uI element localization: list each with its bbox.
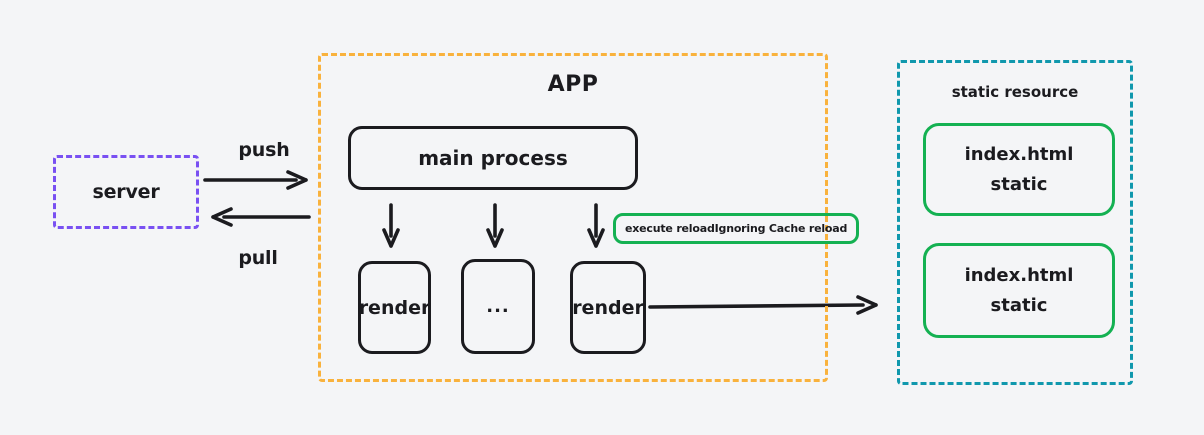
render-node-ellipsis: ... (461, 259, 535, 354)
render-node-1: render (358, 261, 431, 354)
render-node-2: render (570, 261, 646, 354)
static-file-2-name: index.html (964, 264, 1074, 286)
static-file-node-2: index.html static (923, 243, 1115, 338)
push-arrow-label: push (238, 139, 290, 161)
render-node-1-label: render (358, 296, 431, 319)
render-node-ellipsis-label: ... (486, 296, 510, 317)
main-process-node: main process (348, 126, 638, 190)
app-container: APP main process render ... render execu… (318, 53, 860, 382)
main-process-label: main process (418, 146, 568, 170)
pull-arrow-label: pull (238, 247, 278, 269)
push-arrow (203, 170, 308, 190)
static-resource-title: static resource (951, 83, 1079, 101)
server-label: server (92, 181, 160, 203)
pull-arrow (211, 207, 311, 227)
static-resource-container: static resource index.html static index.… (897, 60, 1133, 385)
reload-note-label: execute reloadIgnoring Cache reload (625, 222, 848, 235)
reload-note: execute reloadIgnoring Cache reload (613, 213, 860, 244)
static-file-2-type: static (990, 294, 1048, 316)
static-file-1-name: index.html (964, 143, 1074, 165)
static-file-1-type: static (990, 173, 1048, 195)
app-title: APP (547, 72, 599, 97)
server-node: server (53, 155, 199, 229)
render-node-2-label: render (572, 296, 644, 319)
static-file-node-1: index.html static (923, 123, 1115, 216)
